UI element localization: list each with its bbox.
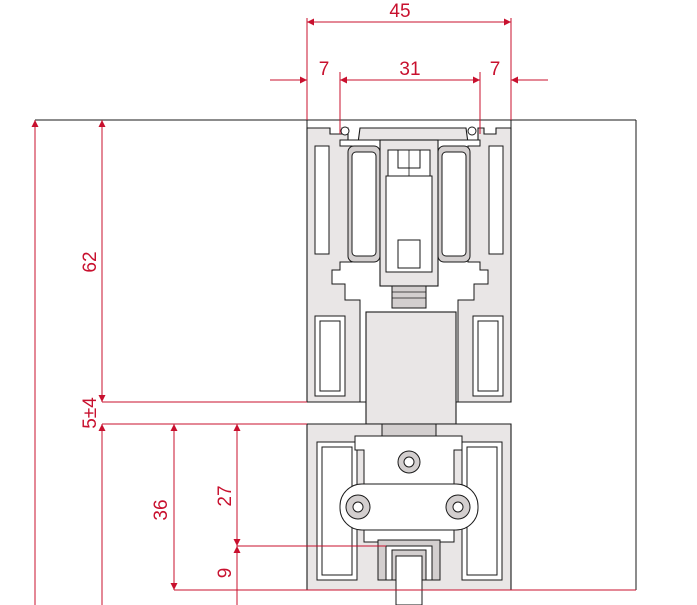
dimension-offsets-row: 7 31 7 <box>270 59 548 134</box>
dimension-label-31: 31 <box>399 59 420 80</box>
dimension-gap: 5±4 <box>80 397 307 605</box>
dimension-track-height: 62 <box>80 120 307 403</box>
dimension-bottom-height: 36 <box>151 424 636 591</box>
lower-guide-profile <box>306 423 512 605</box>
dimension-label-left-7: 7 <box>319 59 330 80</box>
dimension-label-27: 27 <box>215 485 236 506</box>
dimension-label-36: 36 <box>151 499 172 520</box>
dimension-overall-width: 45 <box>306 1 512 120</box>
dimension-guide-height: 27 <box>215 424 386 547</box>
dimension-label-gap: 5±4 <box>80 397 101 429</box>
dimension-label-62: 62 <box>80 251 101 272</box>
dimension-label-9: 9 <box>215 568 236 579</box>
roller-carriage <box>347 139 471 425</box>
dimension-label-45: 45 <box>389 1 410 22</box>
dimension-label-right-7: 7 <box>490 59 501 80</box>
dimension-guide-bottom: 9 <box>215 546 241 605</box>
